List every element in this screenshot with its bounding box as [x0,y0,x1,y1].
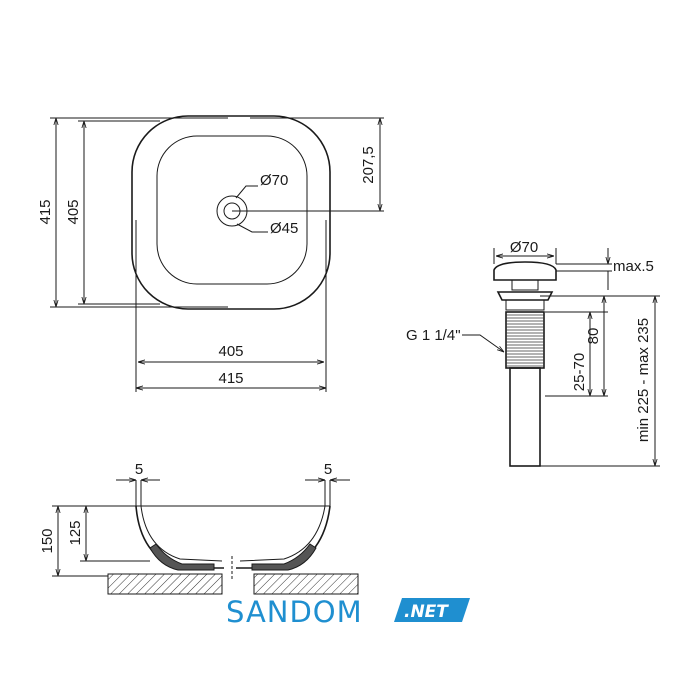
thread-label: G 1 1/4" [406,327,461,344]
dim-max-height: max.5 [613,258,654,275]
dim-drain-inner: Ø45 [270,220,298,237]
dim-cap-diameter: Ø70 [510,239,538,256]
basin-outer-outline [131,115,331,310]
brand-suffix: .NET [404,602,449,622]
dim-inner-depth: 125 [67,520,84,545]
dim-outer-height: 415 [37,199,54,224]
side-view: 5 5 150 125 [39,461,359,595]
dim-total-height: 150 [39,528,56,553]
dim-wall-left: 5 [135,461,143,478]
foot-right-section [251,543,317,571]
brand-logo: SANDOM .NET [226,595,470,629]
drain-cap [493,261,557,281]
brand-name: SANDOM [226,595,363,629]
leader-d45 [236,223,268,233]
dim-adjust-range: 25-70 [571,353,588,391]
dim-outer-width: 415 [218,370,243,387]
counter-left [107,573,223,595]
basin-inner-outline [156,135,308,285]
dim-drain-outer: Ø70 [260,172,288,189]
drain-view: Ø70 max.5 G 1 1/4" 80 25-70 min 225 - ma… [406,239,660,467]
foot-left-section [149,543,215,571]
dim-wall-right: 5 [324,461,332,478]
top-view: Ø70 Ø45 415 405 207,5 405 415 [37,115,384,392]
leader-d70 [235,185,258,199]
basin-profile-inner [140,505,326,562]
dim-center-offset: 207,5 [360,146,377,184]
dim-inner-height: 405 [65,199,82,224]
tail-pipe [509,367,541,467]
dim-total-range: min 225 - max 235 [635,318,652,442]
dim-thread-length: 80 [585,328,602,345]
counter-right [253,573,359,595]
dim-inner-width: 405 [218,343,243,360]
brand-suffix-box [394,598,470,622]
